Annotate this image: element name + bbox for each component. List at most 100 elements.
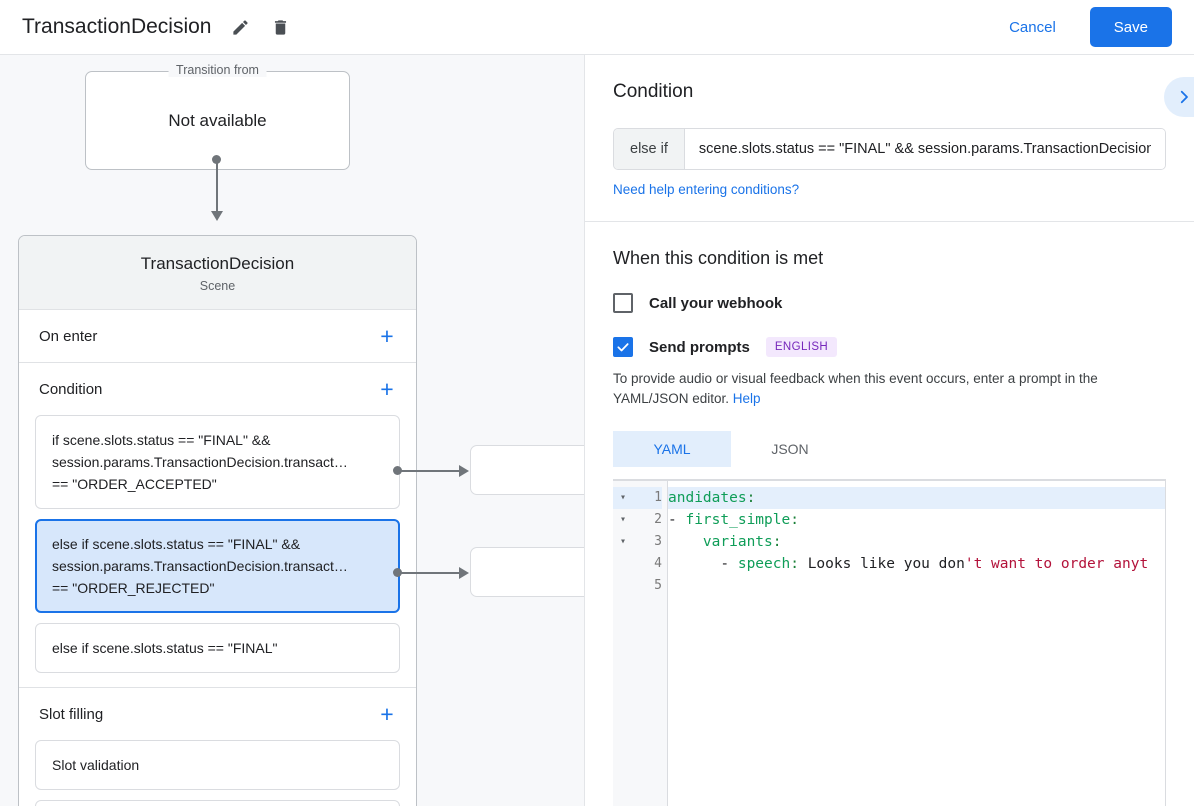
code-token: : — [746, 490, 756, 506]
prompts-description-text: To provide audio or visual feedback when… — [613, 371, 1098, 406]
edit-button[interactable] — [223, 10, 257, 44]
send-prompts-label: Send prompts — [649, 338, 750, 356]
editor-fold-marker[interactable] — [613, 575, 638, 597]
editor-fold-marker[interactable] — [613, 553, 638, 575]
prompts-help-link[interactable]: Help — [732, 391, 761, 406]
add-on-enter-button[interactable]: + — [380, 322, 394, 349]
prompts-description: To provide audio or visual feedback when… — [613, 369, 1166, 409]
page-title: TransactionDecision — [22, 15, 212, 38]
code-token: variants — [702, 534, 773, 550]
condition-detail-panel: Condition else if Need help entering con… — [584, 55, 1194, 806]
slot-filling-item[interactable]: Slot validation — [35, 740, 400, 790]
section-condition: Condition + if scene.slots.status == "FI… — [19, 363, 416, 688]
section-header-slot-filling: Slot filling + — [19, 688, 416, 740]
condition-line: session.params.TransactionDecision.trans… — [52, 558, 348, 574]
code-token: - — [668, 556, 738, 572]
condition-line: else if scene.slots.status == "FINAL" — [52, 640, 278, 656]
call-webhook-label: Call your webhook — [649, 294, 783, 312]
code-token: : — [790, 556, 799, 572]
transition-from-node[interactable]: Transition from Not available — [85, 63, 350, 170]
condition-input[interactable] — [684, 129, 1165, 169]
condition-item[interactable]: else if scene.slots.status == "FINAL" — [35, 623, 400, 673]
editor-fold-column[interactable]: ▾ ▾ ▾ — [613, 481, 638, 806]
chevron-right-icon — [1180, 90, 1188, 104]
code-token: : — [772, 534, 782, 550]
trash-icon — [274, 19, 287, 35]
scene-header: TransactionDecision Scene — [19, 236, 416, 310]
section-header-condition: Condition + — [19, 363, 416, 415]
pencil-icon — [233, 19, 248, 35]
condition-line: if scene.slots.status == "FINAL" && — [52, 432, 271, 448]
section-title-on-enter: On enter — [39, 327, 98, 345]
code-token: 't want to order anyt — [964, 556, 1149, 572]
cancel-button[interactable]: Cancel — [997, 11, 1068, 44]
edge-arrow — [459, 567, 469, 579]
editor-code-line[interactable]: variants: — [668, 531, 1165, 553]
edge-line — [398, 572, 462, 574]
condition-item[interactable]: if scene.slots.status == "FINAL" && sess… — [35, 415, 400, 509]
condition-line: == "ORDER_ACCEPTED" — [52, 476, 217, 492]
edge-dot — [393, 568, 402, 577]
collapse-panel-button[interactable] — [1164, 77, 1194, 117]
editor-fold-marker[interactable]: ▾ — [620, 514, 627, 525]
section-slot-filling: Slot filling + Slot validation — [19, 688, 416, 806]
code-token — [668, 534, 703, 550]
edge-dot — [393, 466, 402, 475]
graph-node-accepted[interactable] — [470, 445, 584, 495]
tab-yaml[interactable]: YAML — [613, 431, 731, 467]
editor-code-line[interactable]: andidates: — [668, 487, 1165, 509]
edge-line — [398, 470, 462, 472]
call-webhook-checkbox[interactable] — [613, 293, 633, 313]
condition-help-link[interactable]: Need help entering conditions? — [613, 182, 800, 197]
transition-from-legend: Transition from — [168, 63, 267, 77]
condition-line: == "ORDER_REJECTED" — [52, 580, 215, 596]
graph-node-rejected[interactable] — [470, 547, 584, 597]
delete-button[interactable] — [263, 10, 297, 44]
condition-item-selected[interactable]: else if scene.slots.status == "FINAL" &&… — [35, 519, 400, 613]
editor-fold-marker[interactable]: ▾ — [620, 536, 627, 547]
edge-arrow — [459, 465, 469, 477]
editor-code-area[interactable]: andidates:- first_simple: variants: - sp… — [668, 481, 1166, 806]
slot-filling-list: Slot validation — [19, 740, 416, 806]
add-condition-button[interactable]: + — [380, 375, 394, 402]
editor-fold-marker[interactable]: ▾ — [613, 487, 638, 509]
editor-code-line[interactable]: - first_simple: — [668, 509, 1165, 531]
editor-format-tabs: YAML JSON — [613, 431, 1166, 467]
section-title-slot-filling: Slot filling — [39, 705, 104, 723]
tab-json[interactable]: JSON — [771, 441, 809, 457]
condition-line: session.params.TransactionDecision.trans… — [52, 454, 348, 470]
condition-list: if scene.slots.status == "FINAL" && sess… — [19, 415, 416, 687]
connector-arrow — [211, 211, 223, 221]
connector-line — [216, 160, 218, 214]
language-badge: ENGLISH — [765, 337, 838, 357]
transition-from-value: Not available — [168, 110, 267, 130]
check-icon — [617, 343, 629, 352]
editor-line-number: 5 — [654, 578, 662, 593]
transition-to-node[interactable]: Transition to TransactionDecision Scene … — [18, 235, 417, 806]
app-header: TransactionDecision Cancel Save — [0, 0, 1194, 55]
editor-line-number: 1 — [638, 487, 662, 509]
panel-title: Condition — [613, 81, 694, 102]
webhook-row: Call your webhook — [613, 293, 1166, 313]
slot-filling-item-partial[interactable] — [35, 800, 400, 806]
code-token: Looks like you don — [798, 556, 965, 572]
code-token: first_simple — [685, 512, 791, 528]
code-token: andidates — [668, 490, 747, 506]
code-token: - — [668, 512, 686, 528]
save-button[interactable]: Save — [1089, 7, 1172, 47]
editor-line-number: 3 — [654, 534, 662, 549]
send-prompts-row: Send prompts ENGLISH — [613, 337, 1166, 357]
code-token: : — [790, 512, 799, 528]
editor-code-line[interactable]: - speech: Looks like you don't want to o… — [668, 553, 1165, 575]
section-on-enter: On enter + — [19, 310, 416, 363]
add-slot-filling-button[interactable]: + — [380, 700, 394, 727]
send-prompts-checkbox[interactable] — [613, 337, 633, 357]
condition-input-row[interactable]: else if — [613, 128, 1166, 170]
slot-filling-label: Slot validation — [52, 757, 140, 773]
editor-code-line[interactable] — [668, 575, 1165, 597]
scene-graph-canvas[interactable]: Transition from Not available Transition… — [0, 55, 584, 806]
panel-actions-section: When this condition is met Call your web… — [585, 222, 1194, 806]
